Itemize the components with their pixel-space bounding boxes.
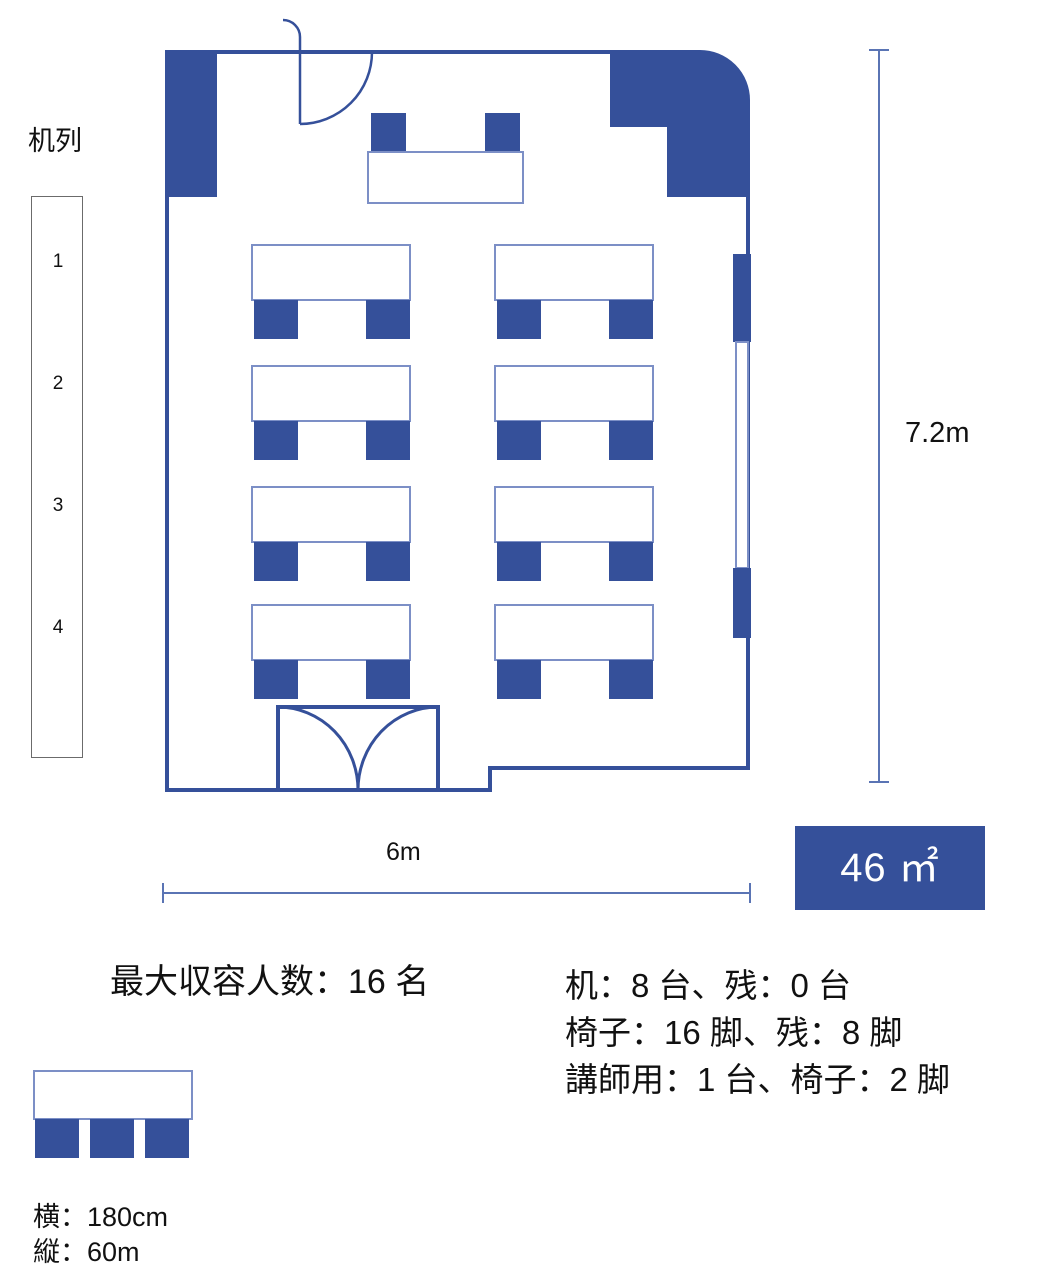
inventory-list: 机：8 台、残：0 台 椅子：16 脚、残：8 脚 講師用：1 台、椅子：2 脚 (565, 963, 950, 1104)
max-capacity-label: 最大収容人数：16 名 (110, 963, 430, 1001)
pillar-left (167, 52, 217, 197)
chair-right (609, 421, 653, 460)
pillar-top-right (610, 52, 748, 197)
instructor-desk (367, 151, 524, 204)
inventory-line-instructor: 講師用：1 台、椅子：2 脚 (565, 1060, 951, 1098)
chair-right (366, 421, 410, 460)
desk-unit-row2-col2 (494, 365, 654, 460)
area-badge-label: 46 ㎡ (840, 846, 940, 890)
inventory-line-chairs: 椅子：16 脚、残：8 脚 (565, 1013, 903, 1051)
instructor-chair-right (485, 113, 520, 153)
door-leaf-top-left (282, 18, 302, 124)
wall-segment-right-lower (733, 568, 751, 638)
legend-chair-2 (90, 1119, 134, 1158)
chair-right (609, 542, 653, 581)
legend-chair-1 (35, 1119, 79, 1158)
chair-left (497, 660, 541, 699)
door-frame-bottom (276, 705, 440, 790)
desk-top (251, 604, 411, 661)
desk-unit-row4-col1 (251, 604, 411, 699)
chair-left (497, 542, 541, 581)
chair-right (609, 300, 653, 339)
row-legend-title: 机列 (28, 126, 82, 156)
row-number-2: 2 (52, 373, 64, 394)
instructor-chair-left (371, 113, 406, 153)
desk-unit-row4-col2 (494, 604, 654, 699)
chair-left (497, 300, 541, 339)
row-number-4: 4 (52, 617, 64, 638)
legend-chair-3 (145, 1119, 189, 1158)
desk-legend-depth: 縦：60m (33, 1236, 140, 1267)
desk-unit-row2-col1 (251, 365, 411, 460)
chair-right (366, 660, 410, 699)
desk-top (494, 604, 654, 661)
window-right-wall (735, 341, 749, 569)
row-number-1: 1 (52, 251, 64, 272)
chair-left (254, 542, 298, 581)
dimension-line-vertical (869, 49, 889, 783)
desk-legend-diagram (33, 1070, 193, 1158)
desk-top (251, 244, 411, 301)
door-swing-arc-top-left (299, 51, 374, 126)
chair-right (366, 300, 410, 339)
chair-left (254, 660, 298, 699)
desk-legend-dimensions: 横：180cm 縦：60m (33, 1200, 168, 1269)
area-badge: 46 ㎡ (795, 826, 985, 910)
chair-right (366, 542, 410, 581)
desk-unit-row1-col1 (251, 244, 411, 339)
desk-top (494, 244, 654, 301)
desk-unit-row3-col1 (251, 486, 411, 581)
desk-top (251, 486, 411, 543)
wall-segment-right-upper (733, 254, 751, 342)
desk-unit-row3-col2 (494, 486, 654, 581)
dimension-label-horizontal: 6m (386, 838, 421, 866)
door-swing-arc-bottom-right (356, 705, 439, 791)
desk-unit-row1-col2 (494, 244, 654, 339)
dimension-label-vertical: 7.2m (905, 417, 970, 449)
legend-desk-top (33, 1070, 193, 1120)
chair-left (497, 421, 541, 460)
floorplan-diagram (162, 18, 889, 903)
chair-right (609, 660, 653, 699)
row-number-3: 3 (52, 495, 64, 516)
door-swing-arc-bottom-left (277, 705, 360, 791)
desk-legend-width: 横：180cm (33, 1202, 169, 1232)
inventory-line-desks: 机：8 台、残：0 台 (565, 967, 852, 1004)
row-legend-box: 1 2 3 4 (31, 196, 83, 758)
dimension-line-horizontal (162, 883, 751, 903)
desk-top (494, 486, 654, 543)
chair-left (254, 300, 298, 339)
desk-top (251, 365, 411, 422)
desk-top (494, 365, 654, 422)
chair-left (254, 421, 298, 460)
